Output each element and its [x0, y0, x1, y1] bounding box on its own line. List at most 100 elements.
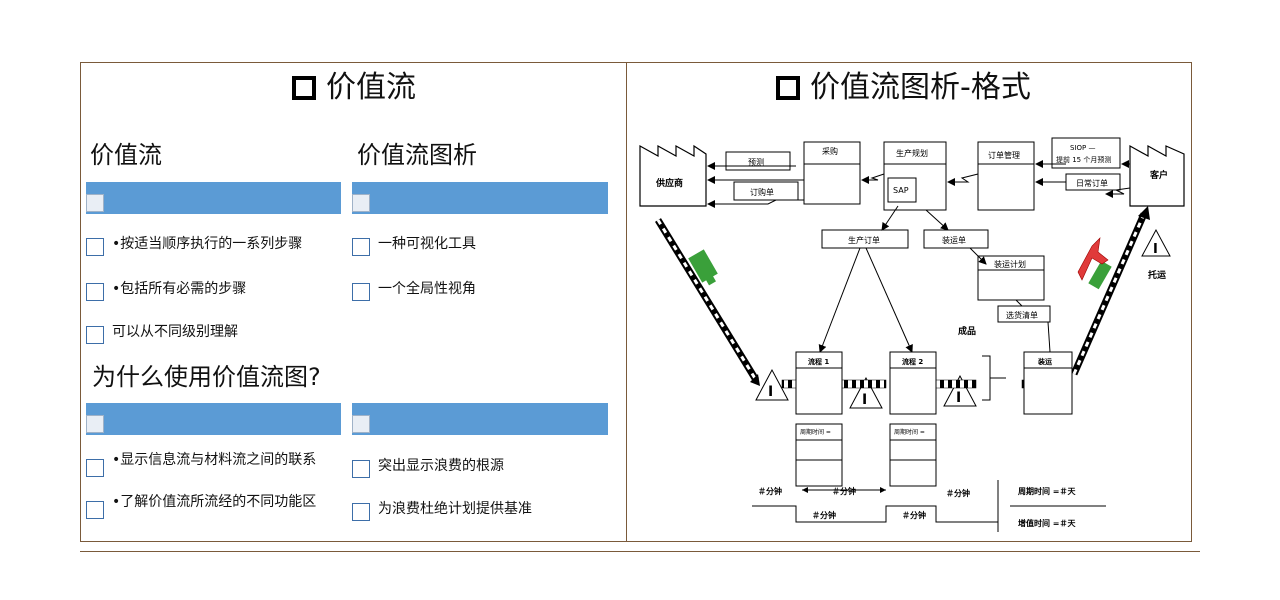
slide-frame — [80, 62, 1192, 542]
svg-text:I: I — [768, 384, 773, 400]
square-bullet-icon — [292, 76, 316, 100]
supplier-label: 供应商 — [655, 177, 683, 189]
list-item: •包括所有必需的步骤 — [86, 281, 336, 301]
time-label: ＃分钟 — [758, 486, 782, 496]
procurement-label: 采购 — [822, 146, 838, 156]
list-item-text: 突出显示浪费的根源 — [378, 458, 504, 474]
shipping-order-box — [923, 229, 989, 249]
shipping-box — [1023, 351, 1073, 415]
production-order-label: 生产订单 — [848, 235, 880, 245]
checkbox[interactable] — [352, 460, 370, 478]
left-panel-title-text: 价值流 — [326, 70, 416, 105]
process1-label: 流程 1 — [808, 357, 829, 366]
list-item-text: 一种可视化工具 — [378, 236, 476, 252]
square-bullet-icon — [776, 76, 800, 100]
col1-header-bar — [86, 182, 341, 214]
right-panel-title-text: 价值流图析-格式 — [810, 70, 1031, 105]
list-item-text: •显示信息流与材料流之间的联系 — [112, 452, 317, 468]
sap-label: SAP — [893, 186, 909, 195]
header-bar-checkbox[interactable] — [86, 194, 104, 212]
checkbox[interactable] — [352, 283, 370, 301]
siop-line2: 提前 15 个月预测 — [1056, 155, 1111, 164]
checkbox[interactable] — [352, 503, 370, 521]
shipping-plan-box — [977, 255, 1045, 301]
list-item-text: •按适当顺序执行的一系列步骤 — [112, 236, 303, 252]
time-label: ＃分钟 — [946, 488, 970, 498]
shipping-label: 装运 — [1037, 357, 1053, 366]
procurement-box — [803, 141, 861, 205]
header-bar-checkbox[interactable] — [352, 415, 370, 433]
right-panel-title: 价值流图析-格式 — [776, 70, 1031, 106]
list-item: •显示信息流与材料流之间的联系 — [86, 452, 336, 477]
cycle-time-total: 周期时间 =＃天 — [1018, 486, 1076, 496]
checkbox[interactable] — [86, 501, 104, 519]
list-item: 一种可视化工具 — [352, 236, 602, 256]
col2-heading: 价值流图析 — [357, 141, 477, 169]
production-order-box — [821, 229, 909, 249]
purchase-order-box — [733, 181, 799, 201]
list-item-text: •了解价值流所流经的不同功能区 — [112, 494, 317, 510]
header-bar-checkbox[interactable] — [352, 194, 370, 212]
list-item: 一个全局性视角 — [352, 281, 602, 301]
cycle-time-label: 周期时间 = — [894, 428, 925, 436]
checkbox[interactable] — [86, 238, 104, 256]
why-col2-header-bar — [352, 403, 608, 435]
customer-factory-icon: 客户 — [1129, 144, 1185, 207]
svg-text:I: I — [862, 392, 867, 408]
daily-order-label: 日常订单 — [1076, 178, 1108, 188]
col2-header-bar — [352, 182, 608, 214]
inventory-triangle-icon: I — [943, 374, 977, 407]
supplier-factory-icon: 供应商 — [639, 144, 707, 207]
forecast-label: 预测 — [748, 157, 764, 167]
time-label: ＃分钟 — [832, 486, 856, 496]
siop-box — [1051, 137, 1121, 169]
siop-line1: SIOP — — [1070, 144, 1095, 152]
production-planning-label: 生产规划 — [896, 148, 928, 158]
value-added-time: 增值时间 =＃天 — [1018, 518, 1076, 528]
trucking-label: 托运 — [1148, 269, 1167, 281]
order-management-box — [977, 141, 1035, 211]
airplane-icon — [1077, 237, 1109, 281]
checkbox[interactable] — [86, 283, 104, 301]
list-item: 突出显示浪费的根源 — [352, 458, 602, 478]
pick-list-label: 选货清单 — [1006, 310, 1038, 320]
inventory-triangle-icon — [1141, 228, 1171, 257]
list-item-text: 一个全局性视角 — [378, 281, 476, 297]
pick-list-box — [997, 305, 1051, 323]
process1-data-box — [795, 423, 843, 487]
shipping-order-label: 装运单 — [942, 235, 966, 245]
time-label: ＃分钟 — [902, 510, 926, 520]
svg-text:I: I — [956, 390, 961, 406]
process2-box — [889, 351, 937, 415]
inventory-triangle-icon: I — [755, 368, 789, 401]
checkbox[interactable] — [86, 326, 104, 344]
checkbox[interactable] — [352, 238, 370, 256]
process2-label: 流程 2 — [902, 357, 923, 366]
panel-divider — [626, 62, 627, 542]
list-item: •了解价值流所流经的不同功能区 — [86, 494, 336, 519]
process1-box — [795, 351, 843, 415]
checkbox[interactable] — [86, 459, 104, 477]
finished-goods-label: 成品 — [958, 325, 976, 337]
purchase-order-label: 订购单 — [750, 187, 774, 197]
col1-heading: 价值流 — [90, 141, 162, 169]
value-stream-map-diagram: 供应商 客户 预测 订购单 采购 生产规划 SAP 订单管理 SIOP — 提前… — [639, 137, 1185, 532]
footer-line — [80, 551, 1200, 552]
left-panel-title: 价值流 — [292, 70, 416, 106]
list-item-text: 可以从不同级别理解 — [112, 324, 238, 340]
shipping-plan-label: 装运计划 — [994, 259, 1026, 269]
customer-label: 客户 — [1149, 169, 1168, 181]
sap-box — [887, 177, 917, 203]
truck-icon — [688, 249, 718, 286]
why-col1-header-bar — [86, 403, 341, 435]
inventory-symbol: I — [1153, 242, 1158, 257]
list-item-text: 为浪费杜绝计划提供基准 — [378, 501, 532, 517]
list-item: •按适当顺序执行的一系列步骤 — [86, 236, 336, 256]
cycle-time-label: 周期时间 = — [800, 428, 831, 436]
inventory-triangle-icon: I — [849, 376, 883, 409]
process2-data-box — [889, 423, 937, 487]
truck-icon — [1088, 260, 1112, 290]
list-item-text: •包括所有必需的步骤 — [112, 281, 247, 297]
header-bar-checkbox[interactable] — [86, 415, 104, 433]
time-label: ＃分钟 — [812, 510, 836, 520]
